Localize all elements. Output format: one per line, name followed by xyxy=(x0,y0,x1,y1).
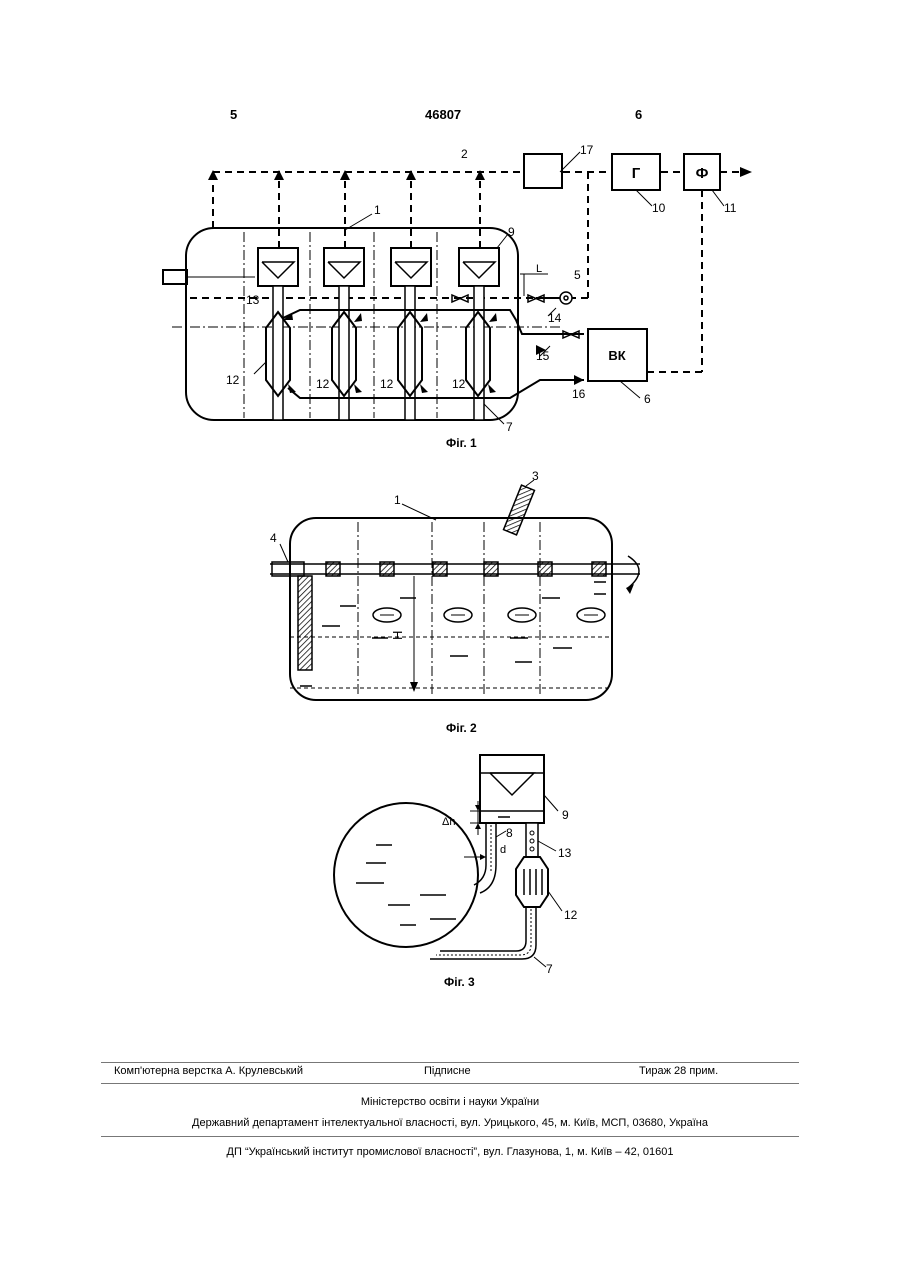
chamber-12 xyxy=(516,857,548,907)
label-15: 15 xyxy=(536,349,550,363)
fig2-label-h: H xyxy=(390,631,405,640)
figure-3: 9 13 12 7 8 Δh d xyxy=(0,745,900,975)
fig3-label-dh: Δh xyxy=(442,816,455,828)
label-16: 16 xyxy=(572,387,586,401)
footer-rule-top xyxy=(101,1062,799,1063)
label-1: 1 xyxy=(374,203,381,217)
fig3-label-8: 8 xyxy=(506,826,513,840)
footer-rule-bottom xyxy=(101,1136,799,1137)
label-12b: 12 xyxy=(316,377,330,391)
label-17: 17 xyxy=(580,143,594,157)
figure-2: 1 3 4 H xyxy=(0,460,900,720)
inlet-pipe xyxy=(163,270,187,284)
footer-ministry: Міністерство освіти і науки України xyxy=(0,1096,900,1108)
block-17 xyxy=(524,154,562,188)
fig2-caption: Фіг. 2 xyxy=(446,721,477,735)
label-14: 14 xyxy=(548,311,562,325)
fig2-label-4: 4 xyxy=(270,531,277,545)
fig3-label-13: 13 xyxy=(558,846,572,860)
label-12d: 12 xyxy=(452,377,466,391)
label-10: 10 xyxy=(652,201,666,215)
block-f-label: Ф xyxy=(696,165,709,182)
probe-3 xyxy=(504,485,535,535)
fig3-label-12: 12 xyxy=(564,908,578,922)
footer-department: Державний департамент інтелектуальної вл… xyxy=(0,1117,900,1129)
label-7: 7 xyxy=(506,420,513,434)
fig2-label-3: 3 xyxy=(532,469,539,483)
label-5: 5 xyxy=(574,268,581,282)
label-2: 2 xyxy=(461,147,468,161)
block-vk-label: ВК xyxy=(608,348,625,363)
footer-layout: Комп'ютерна верстка А. Крулевський xyxy=(114,1065,303,1077)
footer-signed: Підписне xyxy=(424,1065,471,1077)
fig3-caption: Фіг. 3 xyxy=(444,975,475,989)
label-13: 13 xyxy=(246,293,260,307)
footer-circulation: Тираж 28 прим. xyxy=(639,1065,718,1077)
fig2-label-1: 1 xyxy=(394,493,401,507)
label-9: 9 xyxy=(508,225,515,239)
fig3-label-7: 7 xyxy=(546,962,553,975)
label-11: 11 xyxy=(724,201,737,215)
label-12c: 12 xyxy=(380,377,394,391)
label-6: 6 xyxy=(644,392,651,406)
footer-institute: ДП “Український інститут промислової вла… xyxy=(0,1146,900,1158)
pump-5 xyxy=(560,292,572,304)
label-ltr: L xyxy=(536,263,542,275)
block-g-label: Г xyxy=(632,165,641,182)
footer-rule-middle xyxy=(101,1083,799,1084)
fig1-caption: Фіг. 1 xyxy=(446,436,477,450)
label-12a: 12 xyxy=(226,373,240,387)
figure-1: 1 2 5 6 7 9 10 11 12 12 12 12 13 14 15 1… xyxy=(0,0,900,440)
fig3-label-9: 9 xyxy=(562,808,569,822)
fig3-label-dop: d xyxy=(500,844,506,856)
collector-9 xyxy=(480,755,544,823)
